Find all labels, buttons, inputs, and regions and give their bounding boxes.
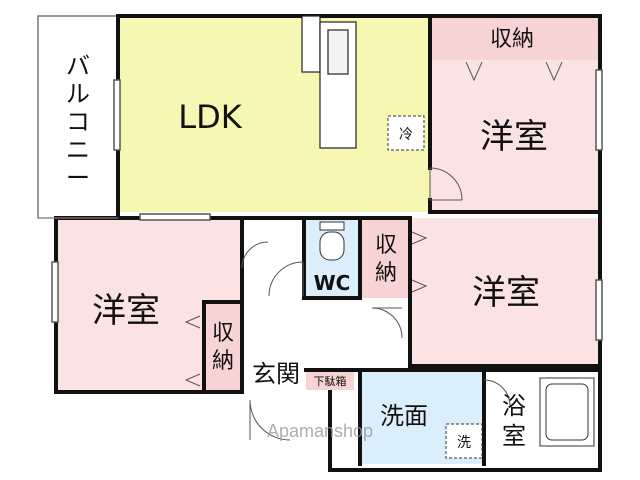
svg-text:バ: バ	[66, 52, 90, 80]
bathtub-icon	[539, 377, 595, 447]
ldk-label: LDK	[178, 98, 242, 136]
closet-door-marks	[184, 61, 563, 387]
svg-text:洗: 洗	[457, 435, 471, 451]
bath-label: 浴 室	[502, 392, 526, 450]
washroom-label: 洗面	[380, 402, 428, 430]
svg-text:冷: 冷	[399, 127, 413, 143]
shoe-box-area	[306, 370, 354, 390]
storage-middle-label: 収 納	[375, 233, 397, 286]
svg-text:収: 収	[212, 321, 234, 346]
kitchen-counter	[301, 15, 357, 149]
ldk-area	[118, 16, 430, 212]
svg-text:室: 室	[502, 422, 526, 450]
western-room-right-label: 洋室	[472, 273, 540, 313]
storage-top-label: 収納	[490, 27, 534, 52]
western-room-left-label: 洋室	[92, 291, 160, 331]
svg-text:コ: コ	[66, 108, 90, 136]
watermark-text: Apamanshop	[267, 421, 373, 441]
windows	[51, 69, 603, 341]
washer-icon: 洗	[445, 423, 483, 459]
storage-top-area	[430, 16, 600, 60]
fridge-icon: 冷	[387, 115, 425, 151]
doors	[241, 167, 511, 441]
western-room-right-area	[410, 218, 600, 366]
svg-text:収: 収	[375, 233, 397, 258]
entrance-label: 玄関	[252, 360, 300, 388]
western-room-top-right-label: 洋室	[480, 117, 548, 157]
balcony-label: バ ル コ ニ ー	[66, 52, 90, 192]
balcony-area	[37, 15, 119, 219]
shoe-box-label: 下駄箱	[314, 374, 347, 388]
svg-text:納: 納	[212, 349, 234, 374]
toilet-icon	[319, 221, 345, 261]
walls	[54, 14, 602, 472]
wc-label: WC	[314, 271, 351, 295]
storage-middle-area	[362, 218, 410, 298]
western-room-top-right-area	[430, 60, 600, 212]
storage-left-label: 収 納	[212, 321, 234, 374]
svg-text:納: 納	[375, 261, 397, 286]
svg-text:ー: ー	[66, 164, 90, 192]
storage-left-area	[204, 302, 242, 392]
svg-text:ニ: ニ	[66, 136, 90, 164]
svg-text:浴: 浴	[502, 392, 526, 420]
svg-text:ル: ル	[66, 80, 90, 108]
